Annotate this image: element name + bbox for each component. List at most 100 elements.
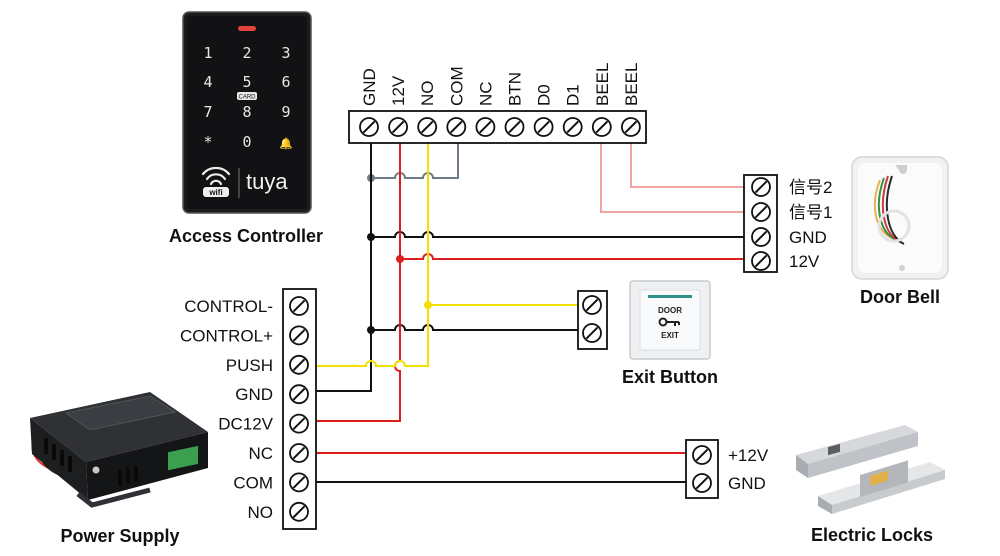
controller-terminal-label: 12V: [389, 75, 408, 106]
tuya-logo: tuya: [246, 169, 288, 194]
junction-12v: [396, 255, 404, 263]
exit-button-device: DOOR EXIT: [629, 280, 711, 360]
power-terminal-label: NO: [248, 503, 274, 522]
controller-screw: [475, 117, 496, 137]
controller-terminal-label: NC: [476, 81, 495, 106]
doorbell-terminal-block: [743, 174, 778, 273]
wifi-icon: [201, 166, 231, 186]
caption-power-supply: Power Supply: [60, 526, 179, 546]
wire-12v-trunk: [316, 140, 401, 422]
key-6: 6: [281, 73, 290, 91]
exit-terminal-block: [577, 290, 608, 350]
junction-gnd-1: [367, 233, 375, 241]
doorbell-screw: [751, 227, 771, 247]
power-terminal-label: PUSH: [226, 356, 273, 375]
lock-screw: [692, 473, 712, 493]
controller-terminal-label: BEEL: [622, 63, 641, 106]
access-controller-device: 1 2 3 4 5 6 7 8 9 * 0 🔔 CARD wifi tuya: [182, 11, 312, 214]
controller-screw: [504, 117, 525, 137]
doorbell-screw: [751, 251, 771, 271]
power-terminal-block: [282, 288, 317, 530]
power-terminal-label: COM: [233, 473, 273, 492]
doorbell-terminal-label: 信号2: [789, 178, 832, 197]
power-screw: [289, 472, 309, 493]
controller-screw: [388, 117, 409, 137]
key-1: 1: [203, 44, 212, 62]
exit-button-door-text: DOOR: [658, 306, 682, 315]
wifi-label: wifi: [208, 188, 222, 197]
caption-electric-locks: Electric Locks: [811, 525, 933, 545]
controller-screw: [417, 117, 438, 137]
key-5: 5: [242, 73, 251, 91]
controller-terminal-label: BEEL: [593, 63, 612, 106]
door-bell-device: [851, 156, 949, 280]
power-screw: [289, 443, 309, 463]
exit-screw: [582, 295, 602, 315]
exit-button-exit-text: EXIT: [661, 331, 679, 340]
exit-screw: [582, 323, 602, 343]
keypad-keys: 1 2 3 4 5 6 7 8 9 * 0 🔔: [203, 44, 293, 151]
caption-door-bell: Door Bell: [860, 287, 940, 307]
wire-beel-2: [630, 140, 744, 188]
wire-gnd-exit: [371, 324, 578, 331]
card-label: CARD: [238, 95, 256, 101]
power-terminal-label: CONTROL-: [184, 297, 273, 316]
controller-terminal-label: BTN: [506, 72, 525, 106]
junction-gnd-2: [367, 326, 375, 334]
doorbell-terminal-label: 12V: [789, 252, 820, 271]
power-terminal-label: CONTROL+: [180, 326, 273, 345]
power-terminal-label: GND: [235, 385, 273, 404]
key-3: 3: [281, 44, 290, 62]
wire-com-link: [371, 140, 459, 179]
doorbell-screw: [751, 202, 771, 222]
doorbell-terminal-label: GND: [789, 228, 827, 247]
key-0: 0: [242, 133, 251, 151]
power-terminal-label: NC: [248, 444, 273, 463]
lock-terminal-label: GND: [728, 474, 766, 493]
power-supply-device: [30, 392, 208, 508]
key-7: 7: [203, 103, 212, 121]
controller-screw: [562, 117, 583, 137]
caption-access-controller: Access Controller: [169, 226, 323, 246]
key-8: 8: [242, 103, 251, 121]
wires: [316, 140, 744, 483]
power-screw: [289, 501, 309, 522]
key-2: 2: [242, 44, 251, 62]
key-icon: [658, 317, 680, 327]
power-screw: [289, 384, 309, 405]
key-4: 4: [203, 73, 212, 91]
lock-terminal-label: +12V: [728, 446, 769, 465]
controller-terminal-label: NO: [418, 81, 437, 107]
power-screw: [289, 296, 309, 316]
wire-gnd-doorbell: [371, 231, 744, 238]
controller-screw: [621, 117, 641, 137]
controller-terminal-label: D0: [535, 84, 554, 106]
wire-gnd-trunk: [316, 140, 372, 392]
key-star: *: [203, 133, 212, 151]
controller-terminal-label: GND: [360, 68, 379, 106]
junction-no: [424, 301, 432, 309]
power-screw: [289, 354, 309, 375]
controller-screw: [591, 117, 612, 137]
controller-screw: [359, 117, 379, 137]
doorbell-screw: [751, 177, 771, 197]
wire-beel-1: [600, 140, 744, 213]
wire-no-trunk: [316, 140, 429, 367]
power-screw: [289, 325, 309, 346]
power-terminal-label: DC12V: [218, 415, 273, 434]
key-9: 9: [281, 103, 290, 121]
doorbell-terminal-label: 信号1: [789, 203, 832, 222]
controller-screw: [533, 117, 554, 137]
caption-exit-button: Exit Button: [622, 367, 718, 387]
wire-12v-doorbell: [400, 253, 744, 260]
controller-screw: [446, 117, 467, 137]
status-led: [238, 26, 256, 31]
electric-lock-device: [796, 425, 945, 514]
bell-icon: 🔔: [279, 137, 293, 150]
lock-screw: [692, 445, 712, 465]
power-screw: [289, 413, 309, 434]
controller-terminal-label: COM: [447, 66, 466, 106]
lock-terminal-block: [685, 439, 719, 499]
